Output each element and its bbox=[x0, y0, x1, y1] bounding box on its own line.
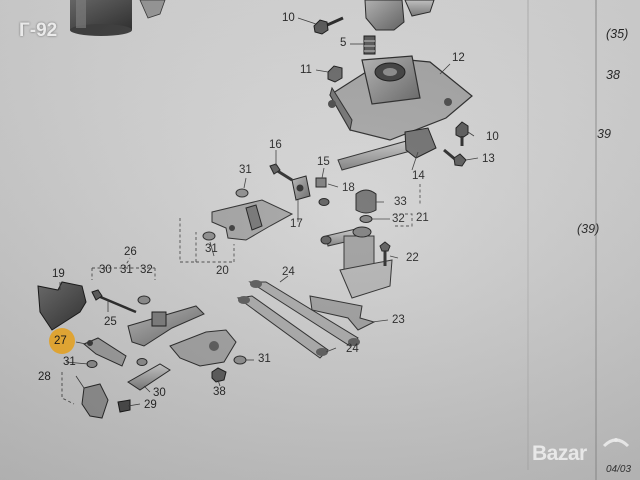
part-nut-11 bbox=[327, 65, 343, 83]
right-column-item: (35) bbox=[606, 27, 629, 41]
part-rod-24-upper bbox=[248, 280, 360, 347]
part-lever-26 bbox=[127, 305, 205, 347]
leader-lines bbox=[59, 17, 479, 407]
part-screw-13 bbox=[443, 148, 467, 167]
part-bolt-25 bbox=[91, 289, 137, 314]
callout-12: 12 bbox=[452, 52, 465, 64]
highlight-marker bbox=[49, 328, 75, 354]
callout-23: 23 bbox=[392, 314, 405, 326]
callout-24a: 24 bbox=[282, 266, 295, 278]
callout-31d: 31 bbox=[258, 353, 271, 365]
part-screw-16 bbox=[269, 163, 293, 182]
part-washer-32-lower bbox=[137, 295, 151, 305]
part-washer-32-center bbox=[136, 358, 148, 366]
part-lever-21 bbox=[320, 226, 393, 299]
part-rod-24-lower bbox=[236, 295, 329, 359]
part-washer-32 bbox=[359, 215, 373, 223]
watermark-text: Bazar bbox=[532, 442, 587, 465]
callout-28: 28 bbox=[38, 371, 51, 383]
callout-29: 29 bbox=[144, 399, 157, 411]
part-link-30 bbox=[127, 363, 171, 391]
part-washer-18 bbox=[318, 198, 330, 206]
callout-13: 13 bbox=[482, 153, 495, 165]
callout-21: 21 bbox=[416, 212, 429, 224]
group-bracket-lines bbox=[61, 184, 421, 405]
callout-30a: 30 bbox=[99, 264, 112, 276]
footer-code: 04/03 bbox=[606, 464, 632, 475]
part-clip-29 bbox=[117, 399, 131, 413]
overlay-tag: Г-92 bbox=[19, 20, 58, 41]
part-link-27 bbox=[83, 337, 127, 367]
callout-31e: 31 bbox=[63, 356, 76, 368]
callout-19: 19 bbox=[52, 268, 65, 280]
callout-18: 18 bbox=[342, 182, 355, 194]
part-plate-23 bbox=[309, 295, 376, 331]
part-housing-12 bbox=[328, 55, 473, 141]
callout-26: 26 bbox=[124, 246, 137, 258]
part-washer-31-top bbox=[235, 188, 249, 198]
callout-33: 33 bbox=[394, 196, 407, 208]
callout-30b: 30 bbox=[153, 387, 166, 399]
part-screw-22 bbox=[379, 241, 391, 266]
callout-20: 20 bbox=[216, 265, 229, 277]
partial-part bbox=[139, 0, 166, 19]
callout-10b: 10 bbox=[486, 131, 499, 143]
callout-32b: 32 bbox=[140, 264, 153, 276]
callout-22: 22 bbox=[406, 252, 419, 264]
part-nut-38 bbox=[211, 367, 227, 383]
right-column-item: 39 bbox=[597, 127, 611, 141]
callout-10: 10 bbox=[282, 12, 295, 24]
callout-17: 17 bbox=[290, 218, 303, 230]
callout-25: 25 bbox=[104, 316, 117, 328]
part-bolt-10 bbox=[313, 16, 344, 35]
part-housing-center bbox=[169, 329, 237, 367]
part-bracket-top bbox=[364, 0, 435, 31]
right-column-item: 38 bbox=[606, 68, 620, 82]
right-column-item: (39) bbox=[577, 222, 600, 236]
part-fork-28 bbox=[81, 383, 109, 419]
callout-11: 11 bbox=[300, 64, 312, 76]
part-washer-31-right bbox=[233, 355, 247, 365]
part-damper-33 bbox=[355, 189, 377, 214]
callout-24b: 24 bbox=[346, 343, 359, 355]
callout-31c: 31 bbox=[120, 264, 133, 276]
part-washer-31-left bbox=[86, 360, 98, 368]
callout-31b: 31 bbox=[205, 243, 218, 255]
callout-15: 15 bbox=[317, 156, 330, 168]
part-block-17 bbox=[291, 175, 311, 201]
callout-31a: 31 bbox=[239, 164, 252, 176]
callout-14: 14 bbox=[412, 170, 425, 182]
callout-27: 27 bbox=[54, 335, 67, 347]
callout-16: 16 bbox=[269, 139, 282, 151]
part-pin-15 bbox=[315, 177, 327, 188]
part-shaft-14 bbox=[337, 127, 437, 171]
cylinder-part bbox=[70, 0, 132, 36]
part-bracket-20 bbox=[211, 199, 294, 241]
callout-5: 5 bbox=[340, 37, 347, 49]
callout-38: 38 bbox=[213, 386, 226, 398]
part-washer-31-mid bbox=[202, 231, 216, 241]
part-bolt-10b bbox=[455, 121, 469, 146]
part-cover-19 bbox=[37, 281, 87, 331]
part-spring-5 bbox=[363, 35, 376, 55]
callout-32a: 32 bbox=[392, 213, 405, 225]
watermark-logo-icon bbox=[602, 438, 630, 448]
